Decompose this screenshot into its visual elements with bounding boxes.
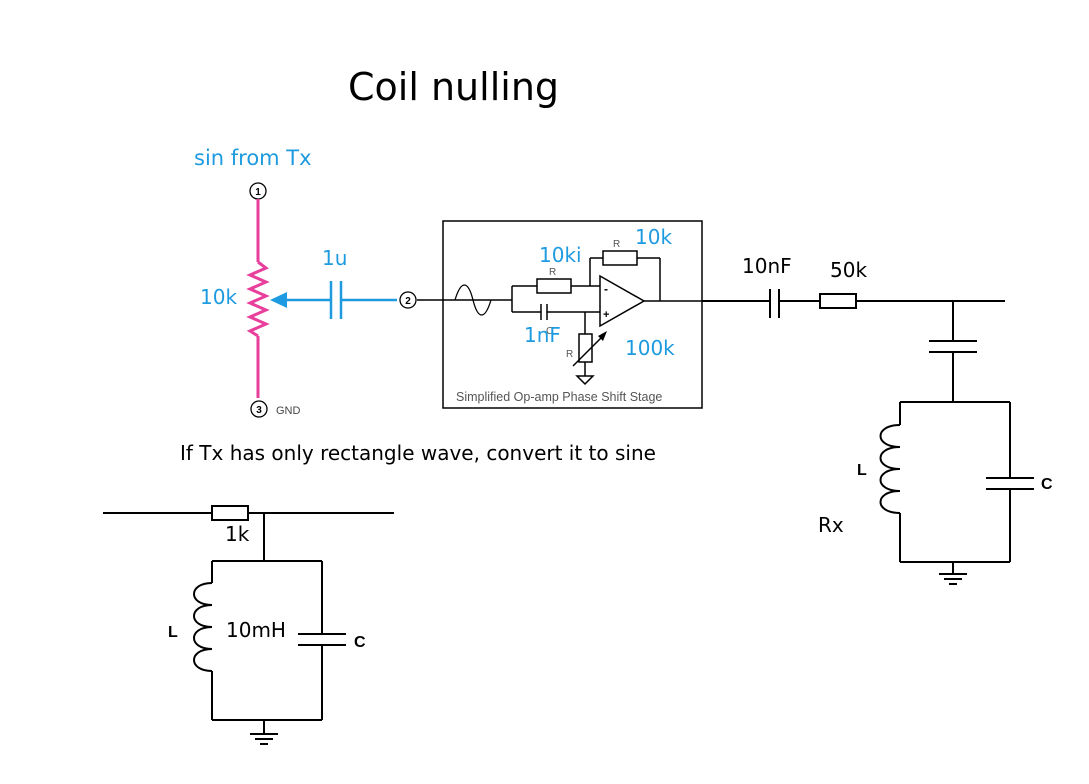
filter-c-label: C	[354, 634, 366, 651]
opamp-minus-sign: -	[604, 282, 608, 296]
filter-l-label: L	[168, 624, 178, 641]
c-value: 1nF	[524, 323, 561, 347]
r-input-letter: R	[549, 267, 556, 278]
output-res-value: 50k	[830, 258, 867, 282]
svg-text:3: 3	[256, 405, 262, 416]
rx-label: Rx	[818, 513, 844, 537]
filter-l-value: 10mH	[226, 618, 286, 642]
rx-c-label: C	[1041, 476, 1053, 493]
pot-value-label: 10k	[200, 285, 237, 309]
svg-text:2: 2	[405, 296, 411, 307]
output-network	[702, 289, 1034, 585]
pin-1-marker: 1	[249, 182, 267, 200]
r-feedback-value: 10k	[635, 225, 672, 249]
source-label: sin from Tx	[194, 146, 312, 170]
sine-filter	[103, 505, 394, 745]
wiper-arrow-icon	[270, 292, 287, 308]
page-title: Coil nulling	[348, 65, 559, 109]
svg-text:1: 1	[255, 187, 261, 198]
r-pot-value: 100k	[625, 336, 675, 360]
pin-2-marker: 2	[399, 291, 417, 309]
r-feedback-letter: R	[613, 239, 620, 250]
phase-stage-caption: Simplified Op-amp Phase Shift Stage	[456, 390, 662, 404]
rx-l-label: L	[857, 462, 867, 479]
r-input-value: 10ki	[539, 243, 582, 267]
phase-stage-box	[442, 220, 703, 409]
r-pot-letter: R	[566, 349, 573, 360]
variable-resistor-arrow-icon	[598, 331, 607, 341]
output-cap-value: 10nF	[742, 254, 792, 278]
gnd-label: GND	[276, 405, 301, 417]
pin-3-marker: 3	[250, 400, 268, 418]
conversion-note: If Tx has only rectangle wave, convert i…	[180, 441, 656, 465]
filter-res-value: 1k	[225, 522, 250, 546]
opamp-plus-sign: +	[603, 309, 609, 321]
phase-stage-wiring	[417, 250, 702, 386]
coupling-cap-label: 1u	[322, 246, 347, 270]
wiper-wire	[284, 281, 397, 319]
potentiometer	[246, 199, 270, 398]
c-letter: C	[546, 326, 553, 337]
